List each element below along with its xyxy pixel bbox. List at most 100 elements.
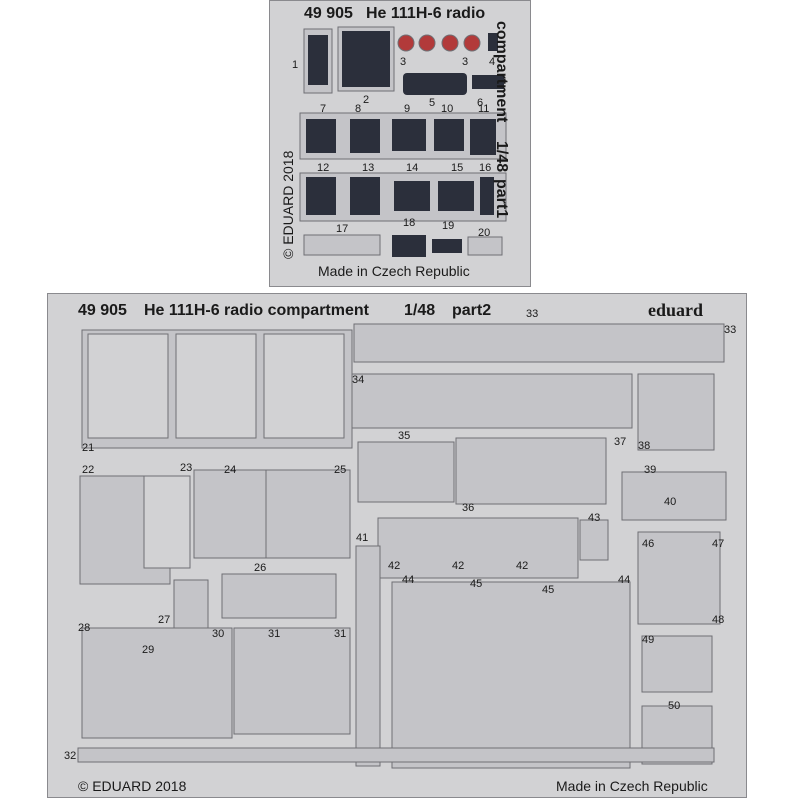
part-12: [306, 177, 336, 215]
fret1-title: He 111H-6 radio: [366, 5, 486, 22]
fret1-side-part: part1: [493, 179, 510, 219]
part-number: 29: [142, 644, 155, 656]
part-number: 31: [268, 628, 281, 640]
part-number: 42: [452, 560, 465, 572]
part-number: 50: [668, 700, 681, 712]
part-9: [392, 119, 426, 151]
part-number: 6: [477, 97, 484, 109]
part-number: 1: [292, 59, 299, 71]
part-23: [143, 475, 191, 569]
part-number: 10: [441, 103, 454, 115]
part-number: 45: [542, 584, 555, 596]
part-4: [488, 33, 498, 51]
part-number: 41: [356, 532, 369, 544]
part-39-40: [621, 471, 727, 521]
part-16: [480, 177, 494, 215]
part-5: [403, 73, 467, 95]
part-number: 42: [516, 560, 529, 572]
part-number: 24: [224, 464, 237, 476]
part-number: 45: [470, 578, 483, 590]
part-number: 21: [82, 442, 95, 454]
part-number: 37: [614, 436, 627, 448]
fret2-artwork: [77, 323, 727, 769]
part-number: 14: [406, 162, 419, 174]
part-28-29: [81, 627, 233, 739]
part-number: 42: [388, 560, 401, 572]
part-34: [351, 373, 633, 429]
part-number: 16: [479, 162, 492, 174]
fret1-code: 49 905: [304, 5, 353, 22]
part-38: [637, 373, 715, 451]
part-number: 7: [320, 103, 327, 115]
fret2-title: He 111H-6 radio compartment: [144, 302, 369, 319]
part-number: 22: [82, 464, 95, 476]
part-number: 9: [404, 103, 411, 115]
part-19: [432, 239, 462, 253]
part-27: [173, 579, 209, 629]
fret1-made-in: Made in Czech Republic: [318, 263, 470, 279]
brand-logo: eduard: [648, 300, 704, 320]
part-number: 3: [462, 56, 469, 68]
part-10: [434, 119, 464, 151]
part-13: [350, 177, 380, 215]
part-number: 40: [664, 496, 677, 508]
part-number: 17: [336, 223, 349, 235]
part-number: 36: [462, 502, 475, 514]
part-36-42: [377, 517, 579, 579]
part-number: 25: [334, 464, 347, 476]
part-number: 18: [403, 217, 416, 229]
part-7: [306, 119, 336, 153]
part-35: [357, 441, 455, 503]
part-8: [350, 119, 380, 153]
part-41: [355, 545, 381, 767]
fret2-copyright: © EDUARD 2018: [78, 778, 187, 794]
part-number: 12: [317, 162, 330, 174]
fret1-artwork: [299, 26, 507, 257]
part-number: 27: [158, 614, 171, 626]
part-number: 32: [64, 750, 77, 762]
fret1-side-text: compartment: [493, 21, 510, 123]
part-33: [353, 323, 725, 363]
fret2-made-in: Made in Czech Republic: [556, 778, 708, 794]
part-number: 35: [398, 430, 411, 442]
fret2-scale: 1/48: [404, 302, 436, 319]
part-number: 39: [644, 464, 657, 476]
part-number: 47: [712, 538, 725, 550]
part-11: [470, 119, 496, 155]
part-number: 43: [588, 512, 601, 524]
part-number: 2: [363, 94, 370, 106]
part-number: 13: [362, 162, 375, 174]
fret-sheet-part1: 49 905 He 111H-6 radio compartment 1/48 …: [269, 0, 531, 287]
part-20: [467, 236, 503, 256]
part-14: [394, 181, 430, 211]
part-number: 26: [254, 562, 267, 574]
part-1-panel: [308, 35, 328, 85]
part-44-45: [391, 581, 631, 769]
part-number: 3: [400, 56, 407, 68]
part-number: 33: [526, 308, 539, 320]
part-26: [221, 573, 337, 619]
part-6: [472, 75, 504, 89]
fret1-copyright: © EDUARD 2018: [280, 150, 296, 259]
part-17: [303, 234, 381, 256]
part-number: 19: [442, 220, 455, 232]
part-number: 38: [638, 440, 651, 452]
part-number: 23: [180, 462, 193, 474]
part-31: [233, 627, 351, 735]
part-49: [641, 635, 713, 693]
part-number: 8: [355, 103, 362, 115]
part-32: [77, 747, 715, 763]
part-number: 49: [642, 634, 655, 646]
part-3-gauges: [397, 34, 481, 52]
fret2-part: part2: [452, 302, 492, 319]
part-43: [579, 519, 609, 561]
part-number: 4: [489, 56, 496, 68]
part-46-48: [637, 531, 721, 625]
part-number: 5: [429, 97, 436, 109]
part-number: 44: [618, 574, 631, 586]
part-2-panel: [342, 31, 390, 87]
fret-sheet-part2: 49 905 He 111H-6 radio compartment 1/48 …: [47, 293, 747, 798]
part-number: 11: [478, 103, 490, 115]
fret1-side-scale: 1/48: [493, 141, 510, 173]
part-25: [265, 469, 351, 559]
